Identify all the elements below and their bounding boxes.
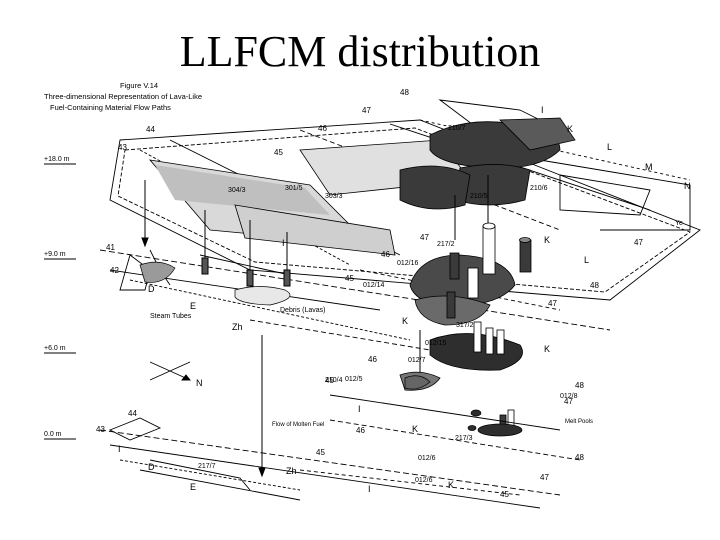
number-label: 42 xyxy=(110,266,119,275)
annotation: Flow of Molten Fuel xyxy=(272,422,324,428)
room-label: 217/3 xyxy=(455,435,473,442)
room-label: 210/6 xyxy=(530,185,548,192)
room-label: 217/7 xyxy=(198,463,216,470)
elevation-label: +18.0 m xyxy=(44,156,70,163)
axis-label: E xyxy=(190,301,196,311)
labels-upper: 301/5 303/3 210/5 210/6 210/7 217/2 304/… xyxy=(118,88,691,248)
axis-label: K xyxy=(448,480,454,490)
room-label: 303/3 xyxy=(325,193,343,200)
room-label: 317/2 xyxy=(456,322,474,329)
figure-caption-line-1: Figure V.14 xyxy=(120,81,158,90)
room-label: 012/16 xyxy=(397,260,419,267)
number-label: 46 xyxy=(381,250,390,259)
figure-caption-line-3: Fuel-Containing Material Flow Paths xyxy=(50,103,171,112)
axis-label: I xyxy=(282,238,285,248)
number-label: 47 xyxy=(420,233,429,242)
number-label: 48 xyxy=(575,453,584,462)
lower-features xyxy=(404,375,482,431)
number-label: 45 xyxy=(316,448,325,457)
number-label: 45 xyxy=(274,148,283,157)
number-label: 47 xyxy=(540,473,549,482)
slide-title: LLFCM distribution xyxy=(179,27,541,76)
room-label: 012/14 xyxy=(363,282,385,289)
axis-label: K xyxy=(412,424,418,434)
axis-label: I xyxy=(118,444,121,454)
axis-label: Zh xyxy=(286,466,297,476)
room-label: 012/15 xyxy=(425,340,447,347)
number-label: 48 xyxy=(590,281,599,290)
number-label: 45 xyxy=(500,490,509,499)
axis-label: Ye xyxy=(675,220,683,227)
axis-label: D xyxy=(148,284,155,294)
number-label: 48 xyxy=(575,381,584,390)
figure-caption-line-2: Three-dimensional Representation of Lava… xyxy=(44,92,202,101)
level-9m-floor xyxy=(99,249,611,351)
number-label: 47 xyxy=(362,106,371,115)
number-label: 45 xyxy=(345,274,354,283)
number-label: 41 xyxy=(106,243,115,252)
room-label: 301/5 xyxy=(285,185,303,192)
lava-cores xyxy=(446,222,532,437)
axis-label: D xyxy=(148,462,155,472)
number-label: 47 xyxy=(564,397,573,406)
room-label: 012/5 xyxy=(345,376,363,383)
room-label: 012/7 xyxy=(408,357,426,364)
number-label: 47 xyxy=(548,299,557,308)
compass xyxy=(149,361,191,381)
axis-label: K xyxy=(544,344,550,354)
number-label: 44 xyxy=(128,409,137,418)
melt-pools-left xyxy=(139,261,291,306)
number-label: 46 xyxy=(368,355,377,364)
lava-blobs-upper xyxy=(399,117,576,210)
axis-label: N xyxy=(684,181,691,191)
room-label: 210/4 xyxy=(325,377,343,384)
number-label: 43 xyxy=(118,143,127,152)
elevation-label: +9.0 m xyxy=(44,251,66,258)
room-label: 210/5 xyxy=(470,193,488,200)
axis-label: K xyxy=(402,316,408,326)
axis-label: K xyxy=(544,235,550,245)
compass-north-label: N xyxy=(196,378,203,388)
axis-label: K xyxy=(567,124,573,134)
number-label: 47 xyxy=(634,238,643,247)
elevation-label: 0.0 m xyxy=(44,431,62,438)
room-label: 210/7 xyxy=(448,125,466,132)
flow-pipes xyxy=(141,175,489,478)
room-label: 217/2 xyxy=(437,241,455,248)
axis-label: I xyxy=(368,484,371,494)
room-label: 012/8 xyxy=(560,393,578,400)
axis-label: L xyxy=(584,255,589,265)
number-label: 46 xyxy=(356,426,365,435)
room-label: 304/3 xyxy=(228,187,246,194)
number-label: 46 xyxy=(318,124,327,133)
number-label: 45 xyxy=(325,376,334,385)
axis-label: E xyxy=(190,482,196,492)
axis-label: I xyxy=(358,404,361,414)
level-0m-floor xyxy=(99,394,581,509)
number-label: 44 xyxy=(146,125,155,134)
axis-label: L xyxy=(607,142,612,152)
axis-label: I xyxy=(541,105,544,115)
annotation: Debris (Lavas) xyxy=(280,307,326,314)
number-label: 43 xyxy=(96,425,105,434)
annotation: Melt Pools xyxy=(565,419,593,425)
room-label: 012/6 xyxy=(418,455,436,462)
elevation-label: +6.0 m xyxy=(44,345,66,352)
axis-label: M xyxy=(645,162,653,172)
number-label: 48 xyxy=(400,88,409,97)
labels-lower: 012/8 210/4 217/3 012/6 217/7 012/6 46 4… xyxy=(96,355,593,499)
axis-label: Zh xyxy=(232,322,243,332)
labels-middle: 012/16 012/14 012/15 317/2 012/7 012/5 4… xyxy=(106,233,643,383)
room-label: 012/6 xyxy=(415,477,433,484)
annotation: Steam Tubes xyxy=(150,313,192,320)
elevation-labels: +18.0 m +9.0 m +6.0 m 0.0 m xyxy=(44,156,76,440)
